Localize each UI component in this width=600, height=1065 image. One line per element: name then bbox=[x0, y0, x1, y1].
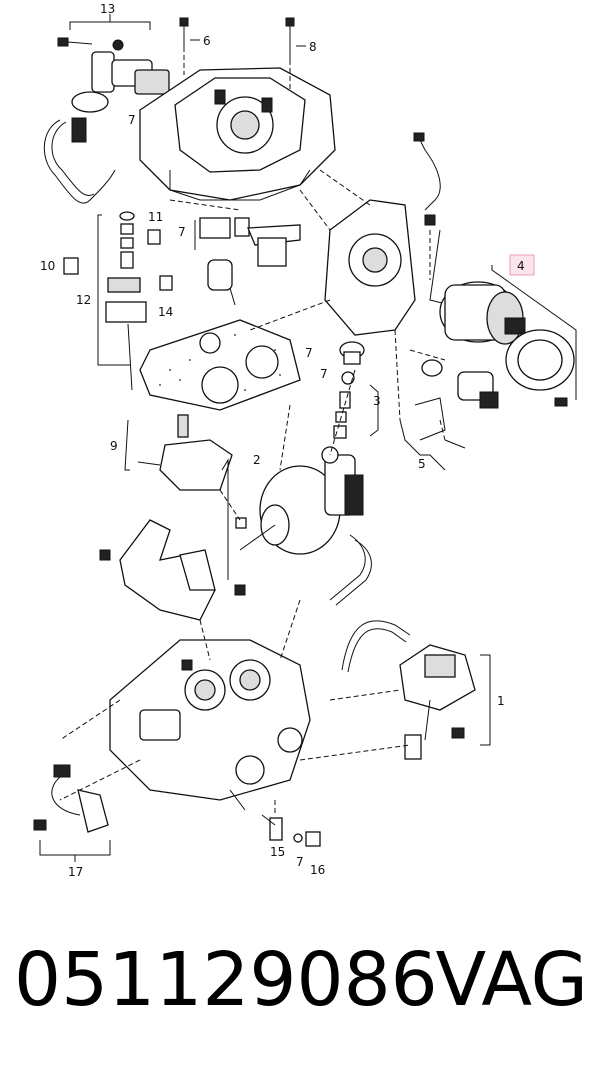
carburetor-top-cover bbox=[139, 67, 336, 201]
callout-10: 10 bbox=[40, 259, 55, 273]
part-2-accelerator-pump bbox=[221, 446, 372, 606]
exploded-parts-diagram: 13 6 8 7 11 7 4 10 12 14 7 7 3 9 2 5 1 1… bbox=[33, 2, 577, 879]
part-11 bbox=[147, 229, 161, 245]
callout-13: 13 bbox=[100, 2, 115, 16]
footer: 051129086 VAG bbox=[0, 925, 600, 1035]
part-5-group bbox=[399, 359, 499, 471]
part-14 bbox=[159, 275, 173, 291]
part-number: 051129086 bbox=[14, 937, 438, 1023]
callout-12: 12 bbox=[76, 293, 91, 307]
callout-9: 9 bbox=[110, 439, 118, 453]
screw-8 bbox=[285, 17, 306, 90]
callout-2: 2 bbox=[253, 453, 261, 467]
callout-11: 11 bbox=[148, 210, 163, 224]
callout-7e: 7 bbox=[296, 855, 304, 869]
part-16-jet bbox=[293, 831, 321, 847]
callout-16: 16 bbox=[310, 863, 325, 877]
callout-7a: 7 bbox=[128, 113, 136, 127]
callout-6: 6 bbox=[203, 34, 211, 48]
callout-7b: 7 bbox=[178, 225, 186, 239]
part-1-vacuum-unit bbox=[399, 644, 491, 760]
part-4-choke-element bbox=[439, 254, 577, 407]
part-15-jet bbox=[261, 814, 283, 841]
float-and-bracket bbox=[194, 217, 301, 306]
carburetor-body bbox=[109, 639, 311, 811]
callout-7d: 7 bbox=[320, 367, 328, 381]
brand-name: VAG bbox=[435, 937, 588, 1023]
mounting-bracket bbox=[99, 519, 246, 621]
part-13-valve-assembly bbox=[43, 14, 170, 204]
vacuum-hose bbox=[341, 620, 411, 673]
callout-14: 14 bbox=[158, 305, 173, 319]
screw-6 bbox=[179, 17, 200, 75]
leader-lines bbox=[59, 169, 446, 815]
callout-7c: 7 bbox=[305, 346, 313, 360]
part-10 bbox=[63, 257, 79, 275]
callout-15: 15 bbox=[270, 845, 285, 859]
choke-housing bbox=[324, 132, 451, 336]
callout-1: 1 bbox=[497, 694, 505, 708]
callout-8: 8 bbox=[309, 40, 317, 54]
part-9-pump-parts bbox=[124, 414, 233, 491]
part-17-switch bbox=[33, 764, 111, 862]
callout-5: 5 bbox=[418, 457, 426, 471]
callout-17: 17 bbox=[68, 865, 83, 879]
part-3-small-parts bbox=[333, 341, 379, 439]
callout-4: 4 bbox=[517, 259, 525, 273]
part-12-small-parts bbox=[97, 211, 147, 391]
callout-3: 3 bbox=[373, 394, 381, 408]
gasket-7 bbox=[139, 319, 301, 411]
